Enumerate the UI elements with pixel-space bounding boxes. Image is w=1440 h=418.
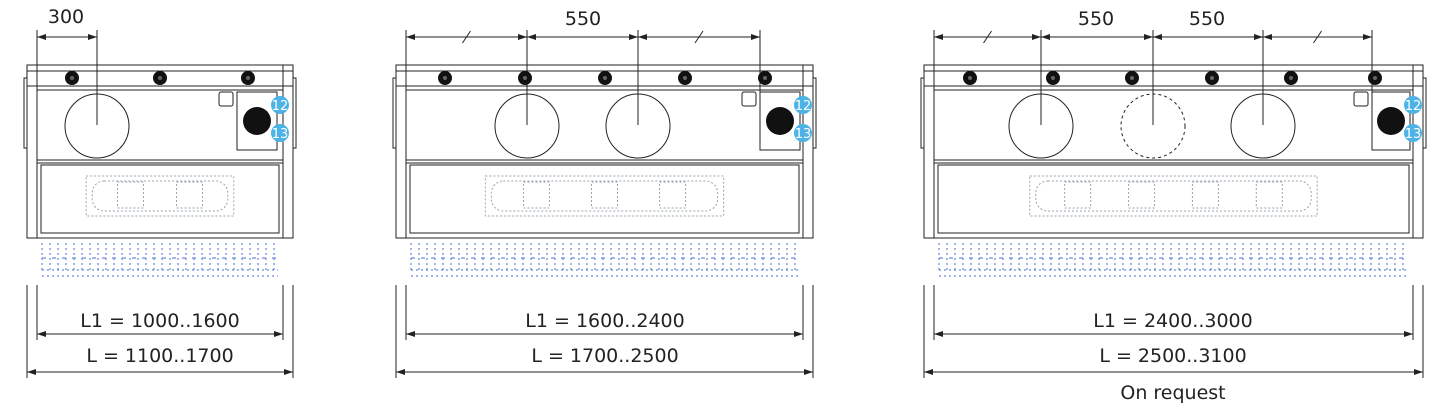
panel3-l-label: L = 2500..3100 [1099,345,1247,367]
panel1-hidden-square [176,181,204,209]
fan-hub [246,76,250,80]
panel2-lower-panel [409,164,800,234]
panel1-switch-icon [218,91,234,107]
panel1-lower-panel [40,164,280,234]
panel2-control-box [759,91,801,151]
fan-hub [968,76,972,80]
fan-hub [1130,76,1134,80]
break-mark [694,30,704,44]
panel1-l1-label: L1 = 1000..1600 [80,310,240,332]
panel3-right-side-panel [1422,77,1427,149]
panel1-badge [271,96,289,114]
panel1-badge-label: 12 [272,99,289,114]
panel1-l-label: L = 1100..1700 [86,345,234,367]
panel2-frame [395,64,814,239]
panel1-badge [271,124,289,142]
fan-hub [1289,76,1293,80]
optional-opening [1120,93,1186,159]
fan-hub [523,76,527,80]
fan-hub [1373,76,1377,80]
panel2-switch-icon [741,91,757,107]
panel3-hidden-square [1191,181,1219,209]
panel3-control-knob-icon [1377,107,1405,135]
panel1-control-knob-icon [243,107,271,135]
panel2-hidden-square [659,181,687,209]
panel2-hidden-outline [490,180,719,212]
break-mark [983,30,992,44]
panel2-badge [794,124,812,142]
panel1-left-side-panel [23,77,28,149]
panel3-on-request-note: On request [1120,382,1226,404]
panel3-hidden-square [1255,181,1283,209]
panel2-l-label: L = 1700..2500 [531,345,679,367]
panel2-control-knob-icon [766,107,794,135]
fan-hub [1210,76,1214,80]
panel2-hidden-square [522,181,550,209]
break-mark [1313,30,1322,44]
panel2-badge-label: 12 [795,99,812,114]
panel2-dim-550-label: 550 [564,8,602,30]
fan-hub [158,76,162,80]
opening [1008,93,1074,159]
panel1-right-side-panel [292,77,297,149]
panel1-frame [26,64,294,239]
panel3-control-box [1371,91,1411,151]
break-mark [462,30,471,44]
panel1-hidden-square [116,181,144,209]
panel2-hidden-square [591,181,618,209]
fan-hub [683,76,687,80]
panel2-badge-label: 13 [795,127,812,142]
fan-hub [763,76,767,80]
opening [605,93,671,159]
fan-hub [443,76,447,80]
panel3-switch-icon [1353,91,1369,107]
panel2-left-side-panel [392,77,397,149]
panel1-badge-label: 13 [272,127,289,142]
opening [494,93,560,159]
fan-hub [603,76,607,80]
panel3-left-side-panel [920,77,925,149]
panel1-control-box [236,91,278,151]
panel3-l1-label: L1 = 2400..3000 [1093,310,1253,332]
panel3-hidden-square [1064,181,1092,209]
panel1-hidden-outline [85,175,235,217]
panel3-badge [1404,96,1422,114]
fan-hub [70,76,74,80]
panel3-badge-label: 13 [1405,127,1422,142]
opening [1230,93,1296,159]
panel2-right-side-panel [812,77,817,149]
fan-hub [1051,76,1055,80]
panel1-hidden-outline [91,180,229,212]
opening [64,93,130,159]
panel2-badge [794,96,812,114]
panel2-l1-label: L1 = 1600..2400 [525,310,685,332]
panel3-badge [1404,124,1422,142]
panel3-badge-label: 12 [1405,99,1422,114]
panel3-lower-panel [937,164,1410,234]
panel3-frame [923,64,1424,239]
panel2-hidden-outline [484,175,725,217]
panel3-hidden-square [1128,181,1156,209]
panel3-dim-550-a-label: 550 [1077,8,1115,30]
dim-300-label: 300 [47,6,85,28]
panel3-dim-550-b-label: 550 [1188,8,1226,30]
panel3-hidden-outline [1035,180,1312,212]
